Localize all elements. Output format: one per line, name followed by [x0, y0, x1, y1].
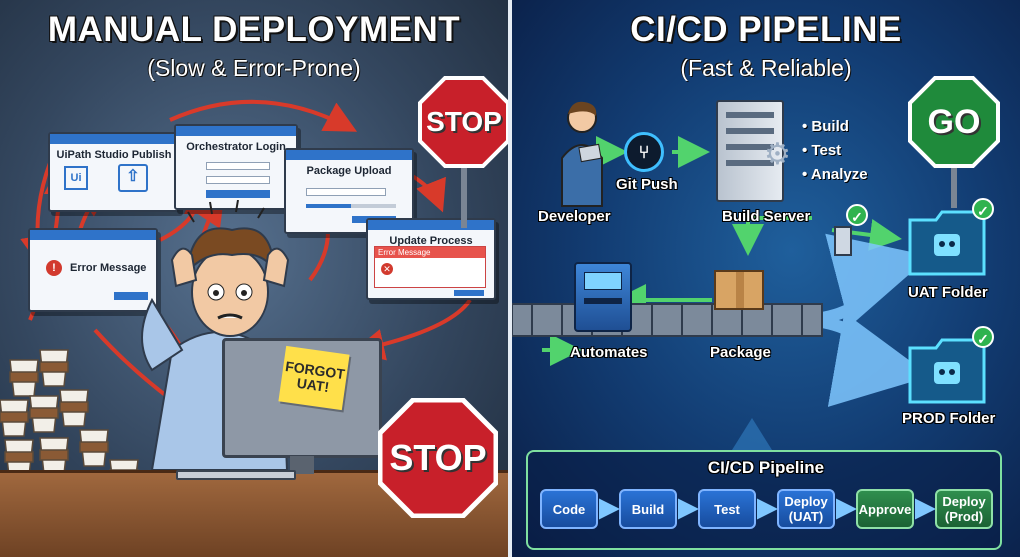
uat-check-icon: ✓	[972, 198, 994, 220]
stop-sign-bottom: STOP	[377, 397, 499, 519]
uat-folder-icon	[908, 206, 986, 276]
panel-divider	[508, 0, 512, 557]
package-box-icon	[714, 270, 764, 310]
stop-sign-top: STOP	[418, 76, 508, 168]
build-step-analyze: • Analyze	[802, 166, 868, 183]
sticky-note: FORGOT UAT!	[278, 345, 350, 411]
orchestrator-login-window: Orchestrator Login	[174, 124, 298, 210]
stop-bottom-label: STOP	[389, 437, 487, 478]
password-field	[206, 176, 270, 184]
package-upload-title: Package Upload	[306, 165, 392, 177]
prod-folder-label: PROD Folder	[902, 410, 996, 427]
automation-machine	[574, 262, 632, 332]
developer-figure	[561, 101, 603, 207]
gear-icon: ⚙	[764, 138, 791, 171]
right-subtitle: (Fast & Reliable)	[680, 55, 852, 81]
error-x-icon: ✕	[381, 263, 393, 275]
package-label: Package	[710, 344, 771, 361]
login-button	[206, 190, 270, 198]
prod-check-icon: ✓	[972, 326, 994, 348]
pipeline-step-3: Deploy (UAT)	[777, 489, 835, 529]
orchestrator-window-title: Orchestrator Login	[186, 141, 286, 153]
developer-label: Developer	[538, 208, 611, 225]
pipeline-step-arrows	[599, 498, 936, 520]
git-icon: ⑂	[624, 132, 664, 172]
manual-deployment-panel: UiPath Studio Publish Ui ⇧ Orchestrator …	[0, 0, 508, 557]
server-icon	[716, 100, 784, 202]
update-process-window: Update Process Error Message ✕	[366, 218, 496, 300]
error-message-window: ! Error Message	[28, 228, 158, 312]
cicd-pipeline-panel: Developer ⑂ Git Push ⚙ Build Server • Bu…	[512, 0, 1020, 557]
pipeline-title: CI/CD Pipeline	[707, 458, 825, 477]
right-title: CI/CD PIPELINE	[630, 10, 902, 49]
error-icon: !	[46, 260, 62, 276]
left-title: MANUAL DEPLOYMENT	[47, 10, 461, 49]
check-icon: ✓	[846, 204, 868, 226]
build-step-build: • Build	[802, 118, 849, 135]
inner-error-title: Error Message	[375, 247, 485, 258]
upload-file-field	[306, 188, 386, 196]
uipath-window-title: UiPath Studio Publish	[56, 149, 172, 161]
uipath-logo-icon: Ui	[64, 166, 88, 190]
left-subtitle: (Slow & Error-Prone)	[147, 55, 361, 81]
build-step-test: • Test	[802, 142, 842, 159]
uat-folder-label: UAT Folder	[908, 284, 988, 301]
stop-top-label: STOP	[426, 106, 502, 137]
octagon-icon	[908, 76, 1000, 168]
keyboard	[176, 470, 296, 480]
uipath-publish-window: UiPath Studio Publish Ui ⇧	[48, 132, 180, 212]
pipeline-step-1: Build	[619, 489, 677, 529]
go-post	[951, 168, 957, 208]
stop-post	[461, 168, 467, 228]
error-message-text: Error Message	[70, 262, 147, 274]
inner-error-dialog: Error Message ✕	[374, 246, 486, 288]
go-sign: GO	[908, 76, 1000, 168]
octagon-icon	[418, 76, 508, 168]
approval-gate-icon	[834, 226, 852, 256]
monitor-stand	[290, 456, 314, 474]
sticky-note-text: FORGOT UAT!	[284, 357, 346, 396]
update-process-title: Update Process	[389, 235, 473, 247]
ok-button	[454, 290, 484, 296]
progress-bar	[306, 204, 396, 208]
build-server-label: Build Server	[722, 208, 811, 225]
error-ok-button	[114, 292, 148, 300]
pipeline-step-2: Test	[698, 489, 756, 529]
username-field	[206, 162, 270, 170]
upload-icon: ⇧	[118, 164, 148, 192]
pipeline-step-4: Approve	[856, 489, 914, 529]
pipeline-step-5: Deploy (Prod)	[935, 489, 993, 529]
octagon-icon	[377, 397, 499, 519]
coffee-cups-illustration	[0, 349, 139, 491]
pipeline-step-0: Code	[540, 489, 598, 529]
automates-label: Automates	[570, 344, 648, 361]
go-label: GO	[927, 102, 981, 141]
git-push-label: Git Push	[616, 176, 678, 193]
